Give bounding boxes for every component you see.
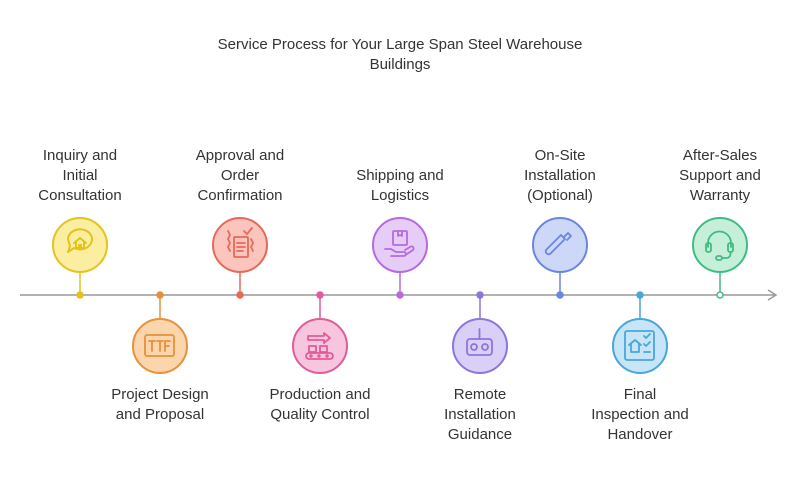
screwdriver-icon <box>532 217 588 273</box>
timeline-dot <box>316 291 324 299</box>
timeline-arrowhead <box>767 289 778 301</box>
timeline-dot <box>156 291 164 299</box>
timeline-dot <box>476 291 484 299</box>
house-checklist-icon <box>612 318 668 374</box>
title-line-1: Service Process for Your Large Span Stee… <box>217 36 583 53</box>
remote-robot-icon <box>452 318 508 374</box>
headset-icon <box>692 217 748 273</box>
timeline-dot <box>236 291 244 299</box>
package-hand-icon <box>372 217 428 273</box>
diagram-title: Service Process for Your Large Span Stee… <box>150 35 650 75</box>
title-line-2: Buildings <box>369 56 431 73</box>
timeline-dot <box>396 291 404 299</box>
conveyor-icon <box>292 318 348 374</box>
timeline-dot <box>716 291 724 299</box>
timeline-dot <box>556 291 564 299</box>
house-chat-icon <box>52 217 108 273</box>
checklist-icon <box>212 217 268 273</box>
timeline-dot <box>636 291 644 299</box>
timeline-dot <box>76 291 84 299</box>
ttf-frame-icon <box>132 318 188 374</box>
